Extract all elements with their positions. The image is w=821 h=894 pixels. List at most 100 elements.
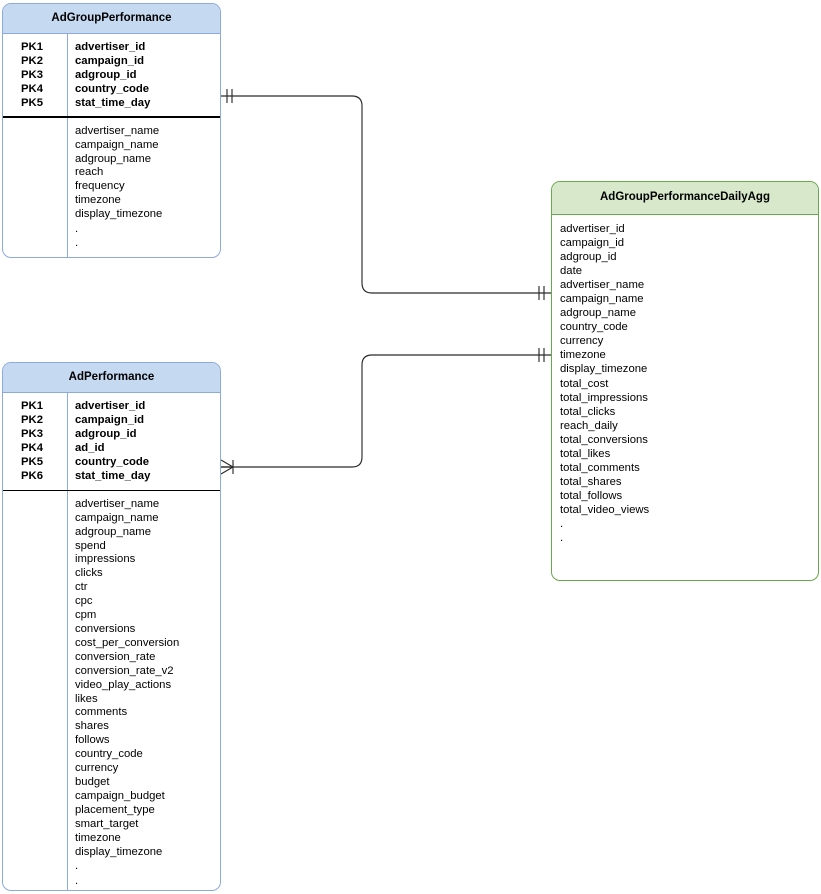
primary-key-fields: advertiser_id campaign_id adgroup_id cou… [67, 40, 220, 110]
attribute-ellipsis: . [560, 517, 564, 530]
attribute-field: cpc [75, 595, 93, 608]
attribute-field: shares [75, 720, 109, 733]
pk-field: advertiser_id [75, 41, 146, 53]
attribute-field: timezone [75, 194, 121, 207]
connector-line-ad-to-agg [221, 354, 551, 468]
entity-adgroup-performance[interactable]: AdGroupPerformance PK1 PK2 PK3 PK4 PK5 a… [2, 3, 221, 258]
primary-key-fields: advertiser_id campaign_id adgroup_id ad_… [67, 399, 220, 484]
primary-key-labels: PK1 PK2 PK3 PK4 PK5 PK6 [3, 399, 67, 484]
attribute-field: campaign_name [560, 293, 644, 306]
attribute-field: smart_target [75, 817, 139, 830]
attribute-field: spend [75, 539, 106, 552]
attribute-ellipsis: . [75, 223, 79, 236]
attribute-field: frequency [75, 180, 125, 193]
pk-label: PK5 [21, 97, 43, 110]
attribute-field: video_play_actions [75, 678, 172, 691]
attribute-field: reach [75, 166, 104, 179]
attribute-field: likes [75, 692, 98, 705]
attribute-field: country_code [75, 748, 143, 761]
column-divider [67, 393, 69, 890]
pk-field: campaign_id [75, 55, 145, 68]
attribute-field: total_impressions [560, 391, 648, 404]
attribute-field: display_timezone [75, 845, 163, 858]
pk-field: stat_time_day [75, 470, 151, 483]
attribute-field: total_video_views [560, 503, 650, 516]
attribute-ellipsis: . [560, 532, 564, 545]
attribute-field: cpm [75, 609, 97, 622]
attribute-field: timezone [75, 831, 121, 844]
attribute-field: currency [75, 762, 119, 775]
attribute-ellipsis: . [75, 874, 79, 887]
attribute-field: impressions [75, 553, 136, 566]
pk-field: country_code [75, 83, 150, 96]
attribute-field: total_follows [560, 489, 623, 502]
attribute-field: adgroup_name [560, 307, 637, 320]
attribute-field: clicks [75, 567, 103, 580]
attribute-field: total_conversions [560, 433, 648, 446]
attribute-field: total_comments [560, 461, 640, 474]
pk-field: adgroup_id [75, 69, 137, 82]
attribute-field: campaign_name [75, 511, 159, 524]
pk-label: PK3 [21, 69, 43, 82]
attribute-field: budget [75, 775, 110, 788]
attribute-section: advertiser_name campaign_name adgroup_na… [3, 491, 220, 888]
attribute-gutter [3, 498, 67, 888]
column-divider [67, 34, 69, 257]
pk-field: country_code [75, 456, 150, 469]
attribute-field: country_code [560, 321, 628, 334]
key-attribute-divider [3, 116, 220, 118]
attribute-field: campaign_id [560, 237, 625, 250]
attribute-field: total_cost [560, 377, 609, 390]
attribute-field: currency [560, 335, 604, 348]
attribute-field: follows [75, 734, 110, 747]
pk-label: PK2 [21, 55, 43, 68]
relationship-adgroup-to-agg [221, 89, 551, 300]
attribute-ellipsis: . [75, 237, 79, 250]
attribute-field: comments [75, 706, 128, 719]
pk-label: PK5 [21, 456, 43, 469]
entity-title-ad-performance: AdPerformance [3, 363, 220, 393]
attribute-gutter [3, 125, 67, 251]
connector-line-adgroup-to-agg [221, 95, 551, 294]
entity-body-ad-performance: PK1 PK2 PK3 PK4 PK5 PK6 advertiser_id ca… [3, 393, 220, 890]
attribute-field: conversions [75, 623, 136, 636]
key-attribute-divider [3, 489, 220, 491]
attribute-field: total_likes [560, 447, 611, 460]
attribute-field: date [560, 265, 582, 278]
attribute-field: total_clicks [560, 405, 616, 418]
attribute-field: conversion_rate_v2 [75, 664, 174, 677]
attribute-fields: advertiser_name campaign_name adgroup_na… [67, 498, 220, 888]
primary-key-section: PK1 PK2 PK3 PK4 PK5 advertiser_id campai… [3, 34, 220, 110]
entity-body-adgroup-performance-daily-agg: advertiser_id campaign_id adgroup_id dat… [552, 215, 818, 580]
attribute-field: total_shares [560, 475, 622, 488]
pk-label: PK4 [21, 83, 43, 96]
pk-field: adgroup_id [75, 428, 137, 441]
attribute-field: advertiser_id [560, 223, 625, 235]
pk-label: PK4 [21, 442, 43, 455]
pk-label: PK2 [21, 414, 43, 427]
attribute-field: display_timezone [560, 363, 648, 376]
attribute-section: advertiser_name campaign_name adgroup_na… [3, 118, 220, 251]
attribute-field: advertiser_name [560, 279, 645, 292]
pk-label: PK6 [21, 470, 43, 483]
entity-adgroup-performance-daily-agg[interactable]: AdGroupPerformanceDailyAgg advertiser_id… [551, 181, 819, 581]
attribute-field: conversion_rate [75, 650, 156, 663]
attribute-field: reach_daily [560, 419, 618, 432]
attribute-field: campaign_name [75, 138, 159, 151]
pk-label: PK3 [21, 428, 43, 441]
attribute-ellipsis: . [75, 860, 79, 873]
pk-field: campaign_id [75, 414, 145, 427]
pk-field: stat_time_day [75, 97, 151, 110]
primary-key-labels: PK1 PK2 PK3 PK4 PK5 [3, 40, 67, 110]
primary-key-section: PK1 PK2 PK3 PK4 PK5 PK6 advertiser_id ca… [3, 393, 220, 484]
attribute-field: display_timezone [75, 208, 163, 221]
entity-title-adgroup-performance: AdGroupPerformance [3, 4, 220, 34]
entity-body-adgroup-performance: PK1 PK2 PK3 PK4 PK5 advertiser_id campai… [3, 34, 220, 257]
attribute-field: adgroup_id [560, 251, 617, 264]
attribute-field: adgroup_name [75, 152, 152, 165]
entity-title-adgroup-performance-daily-agg: AdGroupPerformanceDailyAgg [552, 182, 818, 215]
relationship-ad-to-agg [220, 348, 551, 475]
pk-label: PK1 [21, 400, 43, 412]
entity-ad-performance[interactable]: AdPerformance PK1 PK2 PK3 PK4 PK5 PK6 ad… [2, 362, 221, 891]
